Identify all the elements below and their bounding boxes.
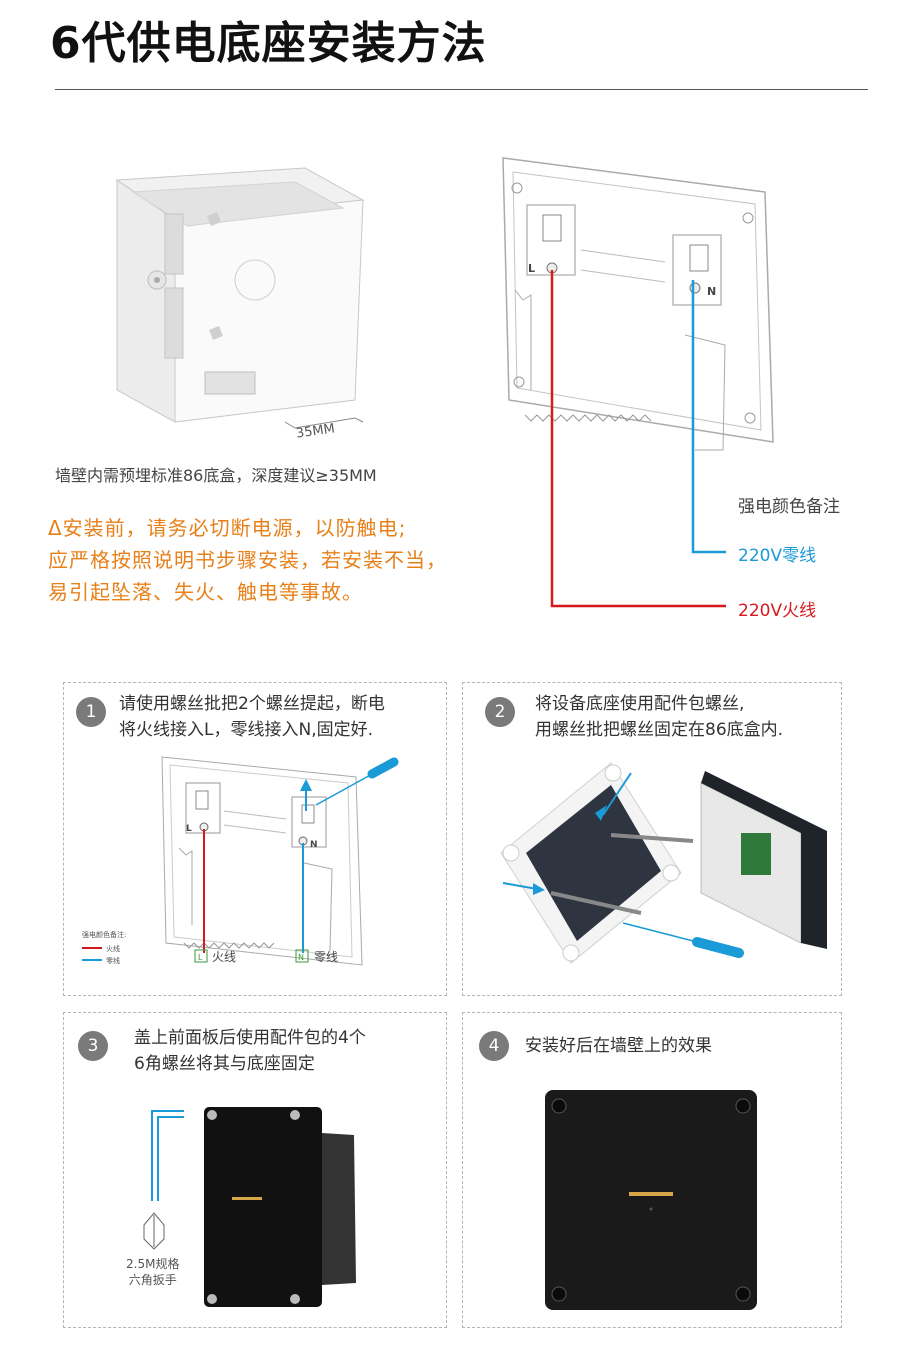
step-4-text: 安装好后在墙壁上的效果 <box>525 1033 712 1059</box>
step-1-terminal-l: L <box>186 824 192 834</box>
warning-line-2: 应严格按照说明书步骤安装，若安装不当， <box>48 548 447 572</box>
step-2-text: 将设备底座使用配件包螺丝, 用螺丝批把螺丝固定在86底盒内. <box>535 691 783 743</box>
step-2-panel: 2 将设备底座使用配件包螺丝, 用螺丝批把螺丝固定在86底盒内. <box>462 682 842 996</box>
step-2-line-2: 用螺丝批把螺丝固定在86底盒内. <box>535 720 784 740</box>
step-number-badge: 1 <box>76 697 106 727</box>
step-1-line-1: 请使用螺丝批把2个螺丝提起，断电 <box>119 694 385 714</box>
mini-legend-neutral: 零线 <box>106 956 120 965</box>
step-2-line-1: 将设备底座使用配件包螺丝, <box>535 694 745 714</box>
wall-box-illustration <box>115 167 365 429</box>
step-3-panel: 3 盖上前面板后使用配件包的4个 6角螺丝将其与底座固定 2.5M规格 六角扳手 <box>63 1012 447 1328</box>
step-1-terminal-n: N <box>310 840 318 850</box>
tag-l-symbol: L <box>198 953 203 962</box>
wrench-label-line-2: 六角扳手 <box>128 1273 177 1287</box>
step-number-badge: 2 <box>485 697 515 727</box>
step-1-wiring-diagram: L N 强电颜色备注: 火线 零线 L 火线 N 零线 <box>82 756 399 966</box>
step-3-panel-photo <box>143 1107 356 1307</box>
step-number-badge: 4 <box>479 1031 509 1061</box>
step-4-line-1: 安装好后在墙壁上的效果 <box>525 1036 712 1056</box>
step-1-text: 请使用螺丝批把2个螺丝提起，断电 将火线接入L，零线接入N,固定好. <box>119 691 385 743</box>
step-3-line-2: 6角螺丝将其与底座固定 <box>134 1054 315 1074</box>
step-2-mounting-photo <box>500 762 827 964</box>
page-title: 6代供电底座安装方法 <box>50 18 487 69</box>
live-wire-line <box>550 270 726 608</box>
step-3-text: 盖上前面板后使用配件包的4个 6角螺丝将其与底座固定 <box>134 1025 366 1077</box>
base-wiring-diagram: L N <box>502 157 774 451</box>
step-4-panel: 4 安装好后在墙壁上的效果 <box>462 1012 842 1328</box>
tag-l-label: 火线 <box>212 950 236 964</box>
wrench-label: 2.5M规格 六角扳手 <box>126 1256 179 1288</box>
warning-line-3: 易引起坠落、失火、触电等事故。 <box>48 580 363 604</box>
step-1-line-2: 将火线接入L，零线接入N,固定好. <box>119 720 373 740</box>
wrench-label-line-1: 2.5M规格 <box>126 1257 180 1271</box>
step-1-panel: 1 请使用螺丝批把2个螺丝提起，断电 将火线接入L，零线接入N,固定好. L N… <box>63 682 447 996</box>
step-3-line-1: 盖上前面板后使用配件包的4个 <box>134 1028 366 1048</box>
neutral-wire-line <box>691 280 726 554</box>
mini-legend-title: 强电颜色备注: <box>82 930 126 939</box>
terminal-l-label: L <box>528 262 535 275</box>
legend-live: 220V火线 <box>738 601 817 621</box>
legend-title: 强电颜色备注 <box>738 497 840 517</box>
tag-n-label: 零线 <box>314 950 338 964</box>
title-divider <box>55 89 868 90</box>
safety-warning: Δ安装前，请务必切断电源，以防触电; 应严格按照说明书步骤安装，若安装不当， 易… <box>48 512 447 608</box>
step-number-badge: 3 <box>78 1031 108 1061</box>
tag-n-symbol: N <box>298 953 304 962</box>
legend-neutral: 220V零线 <box>738 546 817 566</box>
wire-lead-lines <box>550 270 726 608</box>
warning-line-1: Δ安装前，请务必切断电源，以防触电; <box>48 516 407 540</box>
wall-box-caption: 墙壁内需预埋标准86底盒，深度建议≥35MM <box>55 466 377 485</box>
step-4-installed-photo <box>545 1090 757 1310</box>
mini-legend-live: 火线 <box>106 944 120 953</box>
terminal-n-label: N <box>707 285 716 298</box>
